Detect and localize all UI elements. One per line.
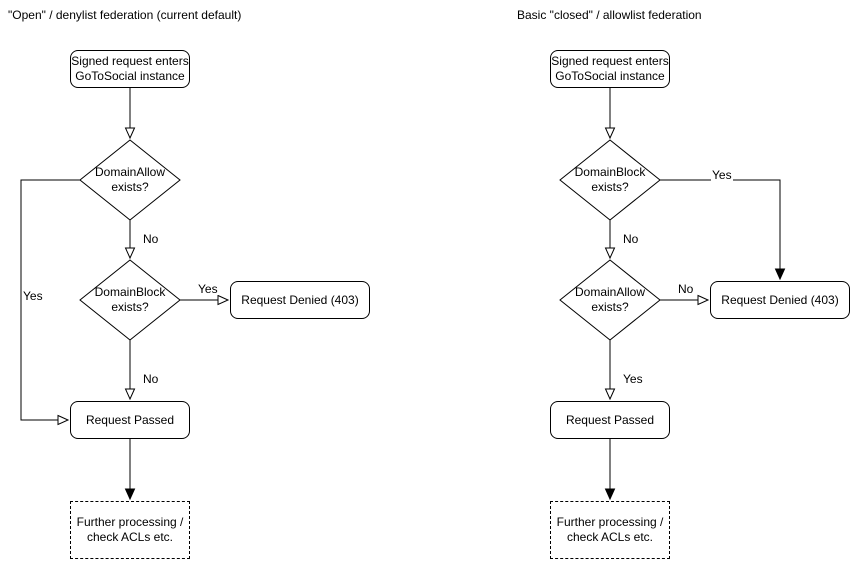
right-start-line2: GoToSocial instance <box>555 69 665 83</box>
left-request-denied-label: Request Denied (403) <box>241 292 359 307</box>
right-further-processing-node: Further processing / check ACLs etc. <box>550 501 670 559</box>
right-request-denied-node: Request Denied (403) <box>710 281 850 319</box>
left-decision2-no-label: No <box>142 372 160 386</box>
left-connector-decision1-yes <box>20 179 80 426</box>
right-decision2-diamond <box>559 259 661 341</box>
left-decision1-yes-label: Yes <box>23 289 43 303</box>
right-start-line1: Signed request enters <box>551 54 669 68</box>
right-diagram-title: Basic "closed" / allowlist federation <box>517 8 702 22</box>
left-start-line2: GoToSocial instance <box>75 69 185 83</box>
left-request-passed-node: Request Passed <box>70 401 190 439</box>
right-connector-decision1-yes <box>660 179 786 281</box>
left-start-node: Signed request enters GoToSocial instanc… <box>70 50 190 88</box>
left-request-denied-node: Request Denied (403) <box>230 281 370 319</box>
left-further-line2: check ACLs etc. <box>86 530 174 544</box>
left-further-processing-node: Further processing / check ACLs etc. <box>70 501 190 559</box>
left-decision2-diamond <box>79 259 181 341</box>
right-further-line2: check ACLs etc. <box>566 530 654 544</box>
left-further-line1: Further processing / <box>76 515 184 529</box>
right-decision1-yes-label: Yes <box>711 168 733 182</box>
left-decision1-diamond <box>79 139 181 221</box>
left-decision1-no-label: No <box>142 232 160 246</box>
left-start-line1: Signed request enters <box>71 54 189 68</box>
right-start-node: Signed request enters GoToSocial instanc… <box>550 50 670 88</box>
right-decision2-no-label: No <box>677 282 695 296</box>
right-decision1-diamond <box>559 139 661 221</box>
left-decision2-yes-label: Yes <box>197 282 219 296</box>
right-request-passed-label: Request Passed <box>565 412 655 427</box>
left-diagram-title: "Open" / denylist federation (current de… <box>8 8 242 22</box>
right-request-passed-node: Request Passed <box>550 401 670 439</box>
right-request-denied-label: Request Denied (403) <box>721 292 839 307</box>
left-request-passed-label: Request Passed <box>85 412 175 427</box>
right-decision1-no-label: No <box>622 232 640 246</box>
right-decision2-yes-label: Yes <box>622 372 644 386</box>
right-further-line1: Further processing / <box>556 515 664 529</box>
